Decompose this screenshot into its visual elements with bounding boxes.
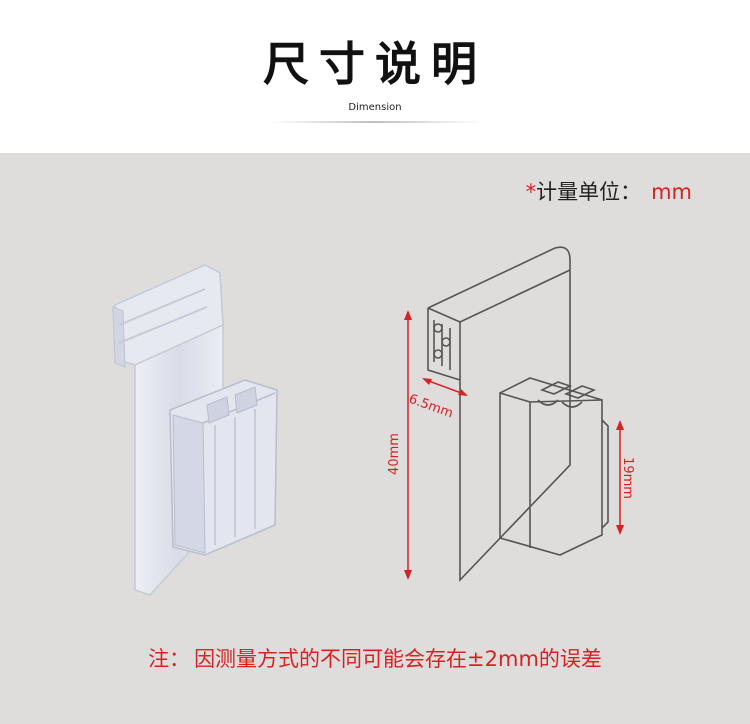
dimension-depth-label: 6.5mm bbox=[407, 392, 455, 422]
unit-label-text: 计量单位： bbox=[536, 180, 642, 204]
unit-label: *计量单位： mm bbox=[526, 176, 692, 206]
note-prefix: 注： bbox=[148, 647, 191, 671]
page-title: 尺寸说明 bbox=[263, 37, 487, 91]
page-subtitle: Dimension bbox=[348, 102, 402, 113]
dimension-drawing: 40mm 6.5mm 19mm bbox=[387, 246, 635, 582]
dimension-height-label: 40mm bbox=[387, 433, 402, 475]
content-panel bbox=[0, 153, 750, 724]
measurement-note: 注：因测量方式的不同可能会存在±2mm的误差 bbox=[0, 643, 750, 673]
product-photo bbox=[112, 264, 278, 596]
dimension-clip-height-label: 19mm bbox=[620, 457, 635, 499]
note-text: 因测量方式的不同可能会存在±2mm的误差 bbox=[194, 647, 602, 671]
unit-value: mm bbox=[651, 180, 692, 204]
header: 尺寸说明 Dimension bbox=[0, 0, 750, 153]
title-underline bbox=[270, 121, 480, 123]
unit-star: * bbox=[525, 180, 537, 204]
